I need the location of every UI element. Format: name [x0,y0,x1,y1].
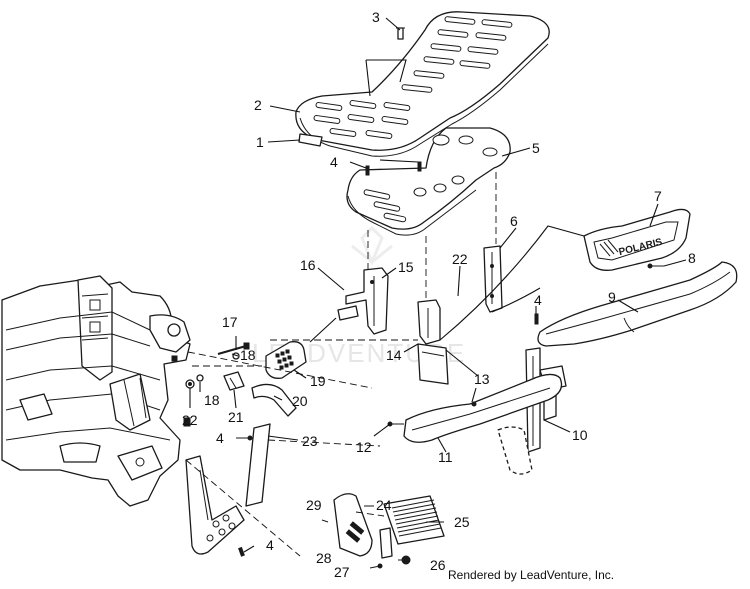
screw-part-8 [647,263,664,269]
callout-19: 19 [310,373,326,389]
shroud-part-28 [333,493,373,557]
callout-6: 6 [510,213,518,229]
grille-part-7: POLARIS [583,208,691,271]
radiator-screen-part-25 [379,495,445,559]
callout-1: 1 [256,134,264,150]
callout-29: 29 [306,497,322,513]
callout-27: 27 [334,564,350,580]
callout-26: 26 [430,557,446,573]
callout-18a: 18 [240,347,256,363]
callout-3: 3 [372,9,380,25]
callout-5: 5 [532,140,540,156]
callout-12: 12 [356,439,372,455]
washer-part-18-upper [232,352,240,360]
callout-14: 14 [386,347,402,363]
callout-13: 13 [474,371,490,387]
brace-part-20 [251,383,297,417]
screws-part-4-top [365,161,422,176]
callout-28: 28 [316,550,332,566]
watermark-logo [351,225,393,266]
callout-21: 21 [228,409,244,425]
callout-9: 9 [608,289,616,305]
credit-text: Rendered by LeadVenture, Inc. [448,568,614,582]
callout-2: 2 [254,97,262,113]
grille-bars [599,239,619,257]
screw-part-4-mid [236,435,253,441]
grommet-part-26 [398,555,411,565]
callout-10: 10 [572,427,588,443]
callout-4d: 4 [266,537,274,553]
callout-11: 11 [438,449,453,465]
callout-16: 16 [300,257,316,273]
callout-7: 7 [654,188,662,204]
pad-grid [275,349,294,370]
callout-4a: 4 [330,154,338,170]
screw-part-4-right [534,313,539,325]
callout-numbers: 3 2 1 4 5 6 7 8 9 4 10 11 12 13 14 15 16… [182,9,696,580]
rivet-part-29 [321,519,329,523]
rack-slots [313,16,513,139]
callout-8: 8 [688,250,696,266]
clamp-part-21 [223,371,245,391]
bolt-part-17 [217,342,250,355]
rear-rack-assembly [295,11,550,157]
callout-22a: 22 [452,251,468,267]
reflector-part-1 [298,133,323,147]
callout-15: 15 [398,259,414,275]
vehicle-frame [1,275,191,507]
callout-23: 23 [302,433,318,449]
bracket-part-15 [337,267,389,335]
screw-part-12 [387,421,404,427]
frame-member-part-11 [403,373,563,475]
radiator-fins [391,499,442,537]
screw-part-4-lower [238,546,245,557]
pin-part-3 [396,27,405,40]
skid-plate-holes [206,514,236,542]
rack-support-part-5 [346,127,511,236]
leader-lines [189,17,687,553]
callout-24: 24 [376,497,392,513]
washer-part-18-lower [196,374,204,382]
bumper-part-9 [537,261,738,347]
callout-22b: 22 [182,412,198,428]
callout-20: 20 [292,393,308,409]
skid-plate-part-23 [185,423,271,555]
callout-4b: 4 [534,292,542,308]
callout-17: 17 [222,314,238,330]
bracket-part-6 [483,245,503,313]
callout-18b: 18 [204,392,220,408]
screw-part-27 [369,563,383,569]
callout-25: 25 [454,514,470,530]
callout-4c: 4 [216,430,224,446]
nut-part-22-left [185,379,195,389]
